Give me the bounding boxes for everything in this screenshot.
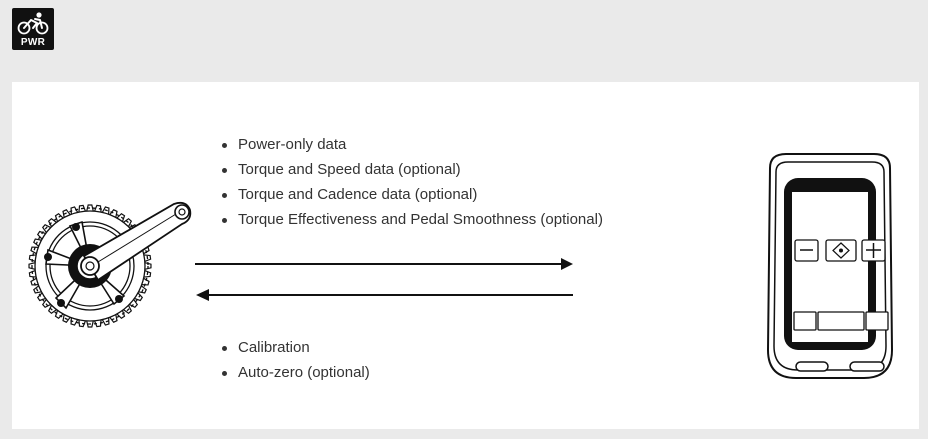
list-item: Auto-zero (optional): [212, 360, 370, 385]
diagram-panel: Power-only data Torque and Speed data (o…: [12, 82, 919, 429]
logo-text: PWR: [20, 37, 46, 48]
list-item: Torque Effectiveness and Pedal Smoothnes…: [212, 207, 603, 232]
data-flow-arrows: [195, 258, 573, 301]
crankset-power-meter-icon: [28, 201, 192, 328]
bike-computer-icon: [766, 153, 894, 379]
list-item: Torque and Speed data (optional): [212, 157, 603, 182]
cyclist-icon: [17, 12, 49, 35]
list-item: Power-only data: [212, 132, 603, 157]
incoming-commands-list: Calibration Auto-zero (optional): [212, 335, 370, 385]
list-item: Torque and Cadence data (optional): [212, 182, 603, 207]
outgoing-data-list: Power-only data Torque and Speed data (o…: [212, 132, 603, 232]
arrow-right-icon: [195, 258, 573, 270]
pwr-logo: PWR: [12, 8, 54, 50]
arrow-left-icon: [196, 289, 573, 301]
list-item: Calibration: [212, 335, 370, 360]
